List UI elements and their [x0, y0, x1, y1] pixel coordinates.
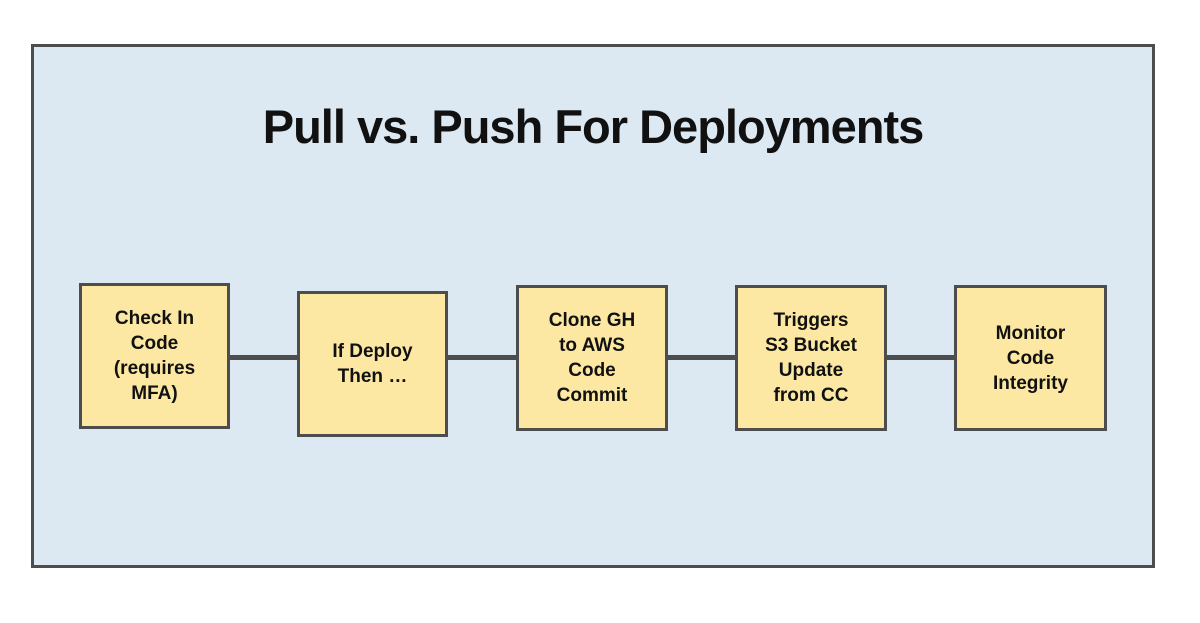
flow-step-triggers-s3-update: Triggers S3 Bucket Update from CC	[735, 285, 887, 431]
flow-step-label: Clone GH to AWS Code Commit	[548, 310, 636, 406]
flow-step-check-in-code: Check In Code (requires MFA)	[79, 283, 230, 429]
flow-step-label: Monitor Code Integrity	[993, 322, 1068, 394]
flow-step-monitor-code-integrity: Monitor Code Integrity	[954, 285, 1107, 431]
diagram-title: Pull vs. Push For Deployments	[262, 100, 925, 153]
flow-step-label: Check In Code (requires MFA)	[113, 308, 196, 404]
connector-line-1	[227, 355, 299, 360]
connector-line-2	[447, 355, 518, 360]
flow-step-clone-gh-to-codecommit: Clone GH to AWS Code Commit	[516, 285, 668, 431]
flow-step-label: If Deploy Then …	[332, 341, 413, 387]
connector-line-4	[885, 355, 956, 360]
diagram-canvas: Pull vs. Push For Deployments Check In C…	[31, 44, 1155, 568]
flow-step-if-deploy-then: If Deploy Then …	[297, 291, 448, 437]
flow-step-label: Triggers S3 Bucket Update from CC	[765, 310, 857, 406]
connector-line-3	[666, 355, 737, 360]
